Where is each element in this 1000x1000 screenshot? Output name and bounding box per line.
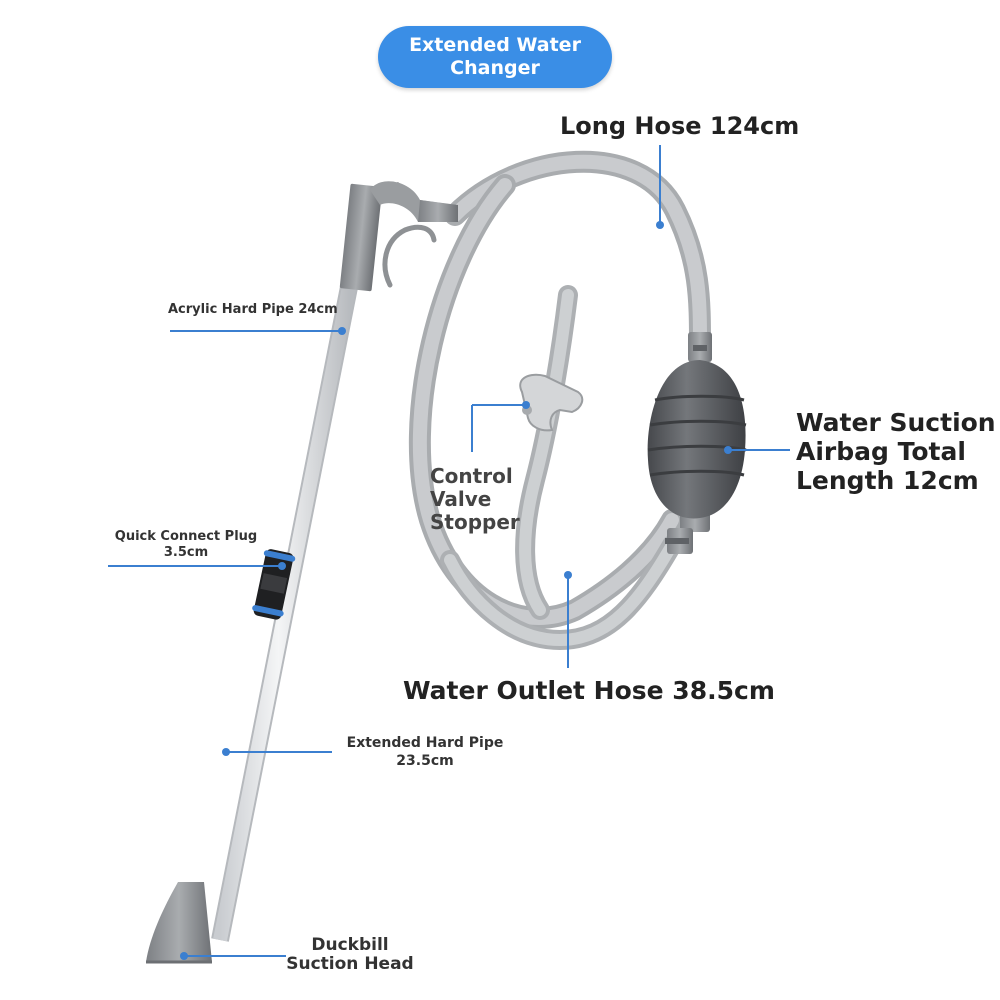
label-duckbill-suction-head: Duckbill Suction Head <box>280 936 420 974</box>
label-quick-connect-line2: 3.5cm <box>163 545 209 560</box>
label-long-hose: Long Hose 124cm <box>560 112 800 140</box>
title-text: Extended Water Changer <box>409 34 581 79</box>
label-control-valve-line2: Valve <box>430 487 492 511</box>
label-extended-pipe-line2: 23.5cm <box>396 753 454 769</box>
label-water-outlet-hose: Water Outlet Hose 38.5cm <box>403 676 775 705</box>
label-quick-connect-plug: Quick Connect Plug 3.5cm <box>110 529 262 561</box>
suction-airbag <box>647 332 747 554</box>
label-control-valve-stopper: Control Valve Stopper <box>430 465 520 534</box>
label-control-valve-line3: Stopper <box>430 510 520 534</box>
duckbill-suction-head <box>146 882 212 964</box>
label-quick-connect-line1: Quick Connect Plug <box>114 529 258 544</box>
label-extended-pipe-line1: Extended Hard Pipe <box>346 735 504 751</box>
control-valve-stopper <box>519 373 584 432</box>
water-outlet-hose <box>440 285 682 651</box>
title-badge: Extended Water Changer <box>378 26 612 88</box>
label-extended-hard-pipe: Extended Hard Pipe 23.5cm <box>340 734 510 770</box>
label-acrylic-hard-pipe: Acrylic Hard Pipe 24cm <box>168 302 338 317</box>
leader-lines <box>108 145 790 960</box>
label-water-suction-airbag: Water Suction Airbag Total Length 12cm <box>796 408 996 495</box>
label-airbag-line2: Airbag Total <box>796 437 966 466</box>
acrylic-hard-pipe <box>211 181 458 942</box>
label-control-valve-line1: Control <box>430 464 513 488</box>
label-duckbill-line1: Duckbill <box>311 935 389 955</box>
label-duckbill-line2: Suction Head <box>286 954 414 974</box>
label-airbag-line3: Length 12cm <box>796 466 979 495</box>
label-airbag-line1: Water Suction <box>796 408 996 437</box>
